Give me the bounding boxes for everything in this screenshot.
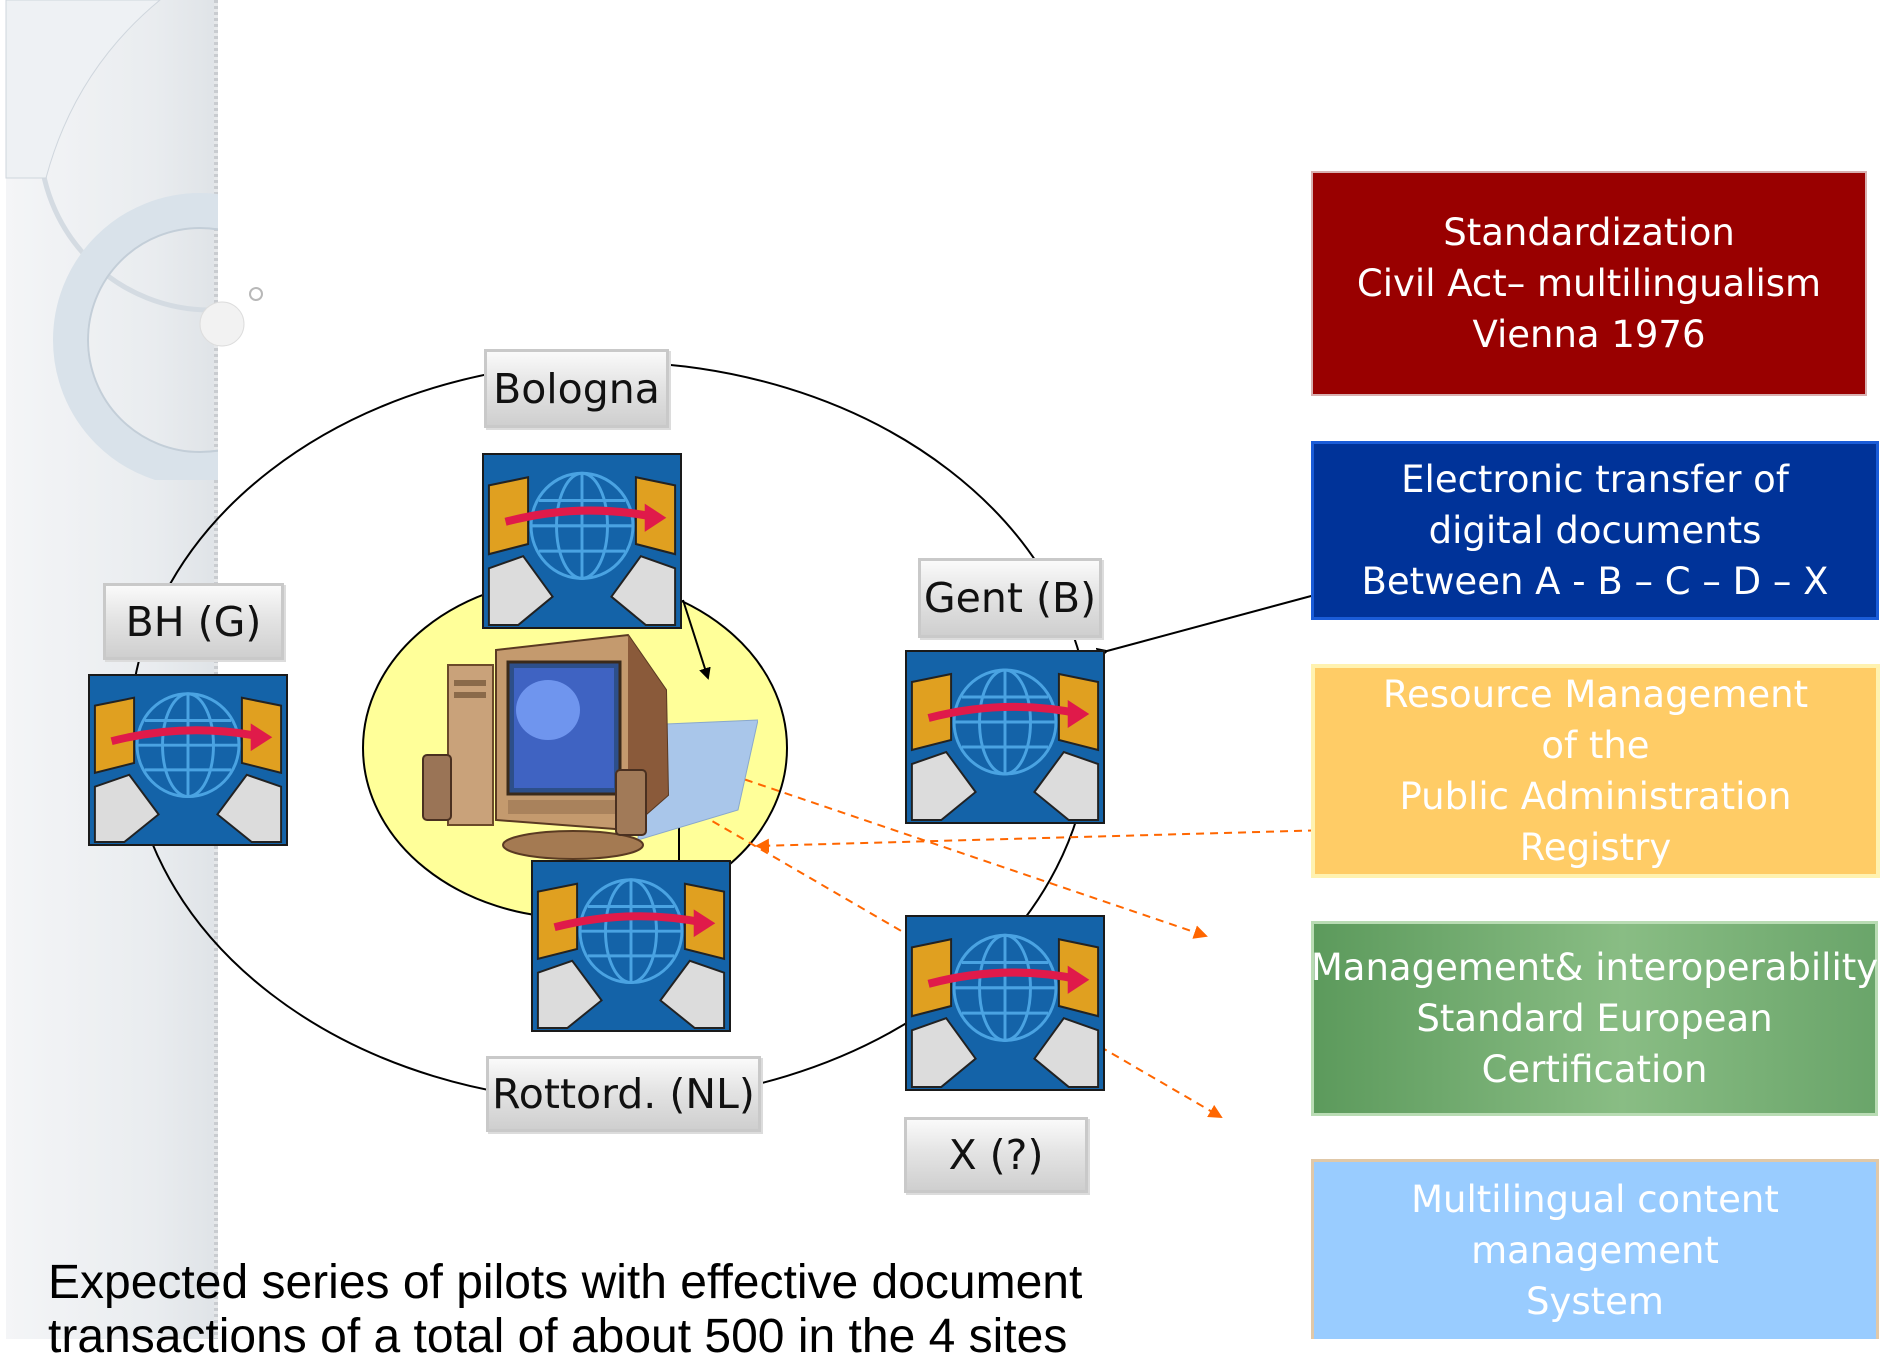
box-text: management [1471, 1229, 1719, 1272]
node-label-bh: BH (G) [103, 583, 284, 660]
dashed-arrow-registry [755, 822, 1343, 853]
box-interoperability: Management& interoperability Standard Eu… [1311, 921, 1878, 1116]
box-text: Resource Management [1382, 673, 1809, 716]
network-transfer-icon [531, 860, 731, 1032]
node-label-x: X (?) [904, 1117, 1088, 1193]
box-text: Multilingual content [1411, 1178, 1779, 1221]
network-transfer-icon [88, 674, 288, 846]
network-transfer-icon [482, 453, 682, 629]
box-text: Standard European [1416, 997, 1773, 1040]
box-text: Public Administration [1399, 775, 1792, 818]
desktop-computer-icon [422, 633, 758, 860]
network-transfer-icon [905, 650, 1105, 824]
footer-caption: Expected series of pilots with effective… [48, 1256, 1148, 1364]
box-text: Vienna 1976 [1472, 313, 1706, 356]
box-text: of the [1541, 724, 1650, 767]
network-transfer-icon [905, 915, 1105, 1091]
box-text: Standardization [1443, 211, 1735, 254]
box-standardization: Standardization Civil Act– multilinguali… [1311, 171, 1867, 396]
connector-gent-box [1095, 588, 1328, 660]
box-text: Civil Act– multilingualism [1356, 262, 1822, 305]
node-label-rottord: Rottord. (NL) [486, 1056, 761, 1132]
footer-line: Expected series of pilots with effective… [48, 1256, 1083, 1309]
box-text: Registry [1519, 826, 1672, 869]
box-electronic-transfer: Electronic transfer of digital documents… [1311, 441, 1879, 620]
footer-line: transactions of a total of about 500 in … [48, 1310, 1068, 1363]
box-text: Management& interoperability [1310, 946, 1879, 989]
box-text: digital documents [1428, 509, 1762, 552]
node-label-gent: Gent (B) [918, 558, 1102, 638]
box-multilingual-content: Multilingual content management System [1311, 1159, 1879, 1339]
connector-bologna-center [682, 599, 711, 680]
box-resource-management: Resource Management of the Public Admini… [1311, 664, 1880, 878]
sidebar-edge [214, 0, 218, 1339]
box-text: Between A - B – C – D – X [1361, 560, 1829, 603]
box-text: Electronic transfer of [1401, 458, 1789, 501]
box-text: Certification [1481, 1048, 1708, 1091]
decorative-rings [5, 0, 263, 480]
node-label-bologna: Bologna [484, 349, 669, 428]
box-text: System [1526, 1280, 1664, 1323]
